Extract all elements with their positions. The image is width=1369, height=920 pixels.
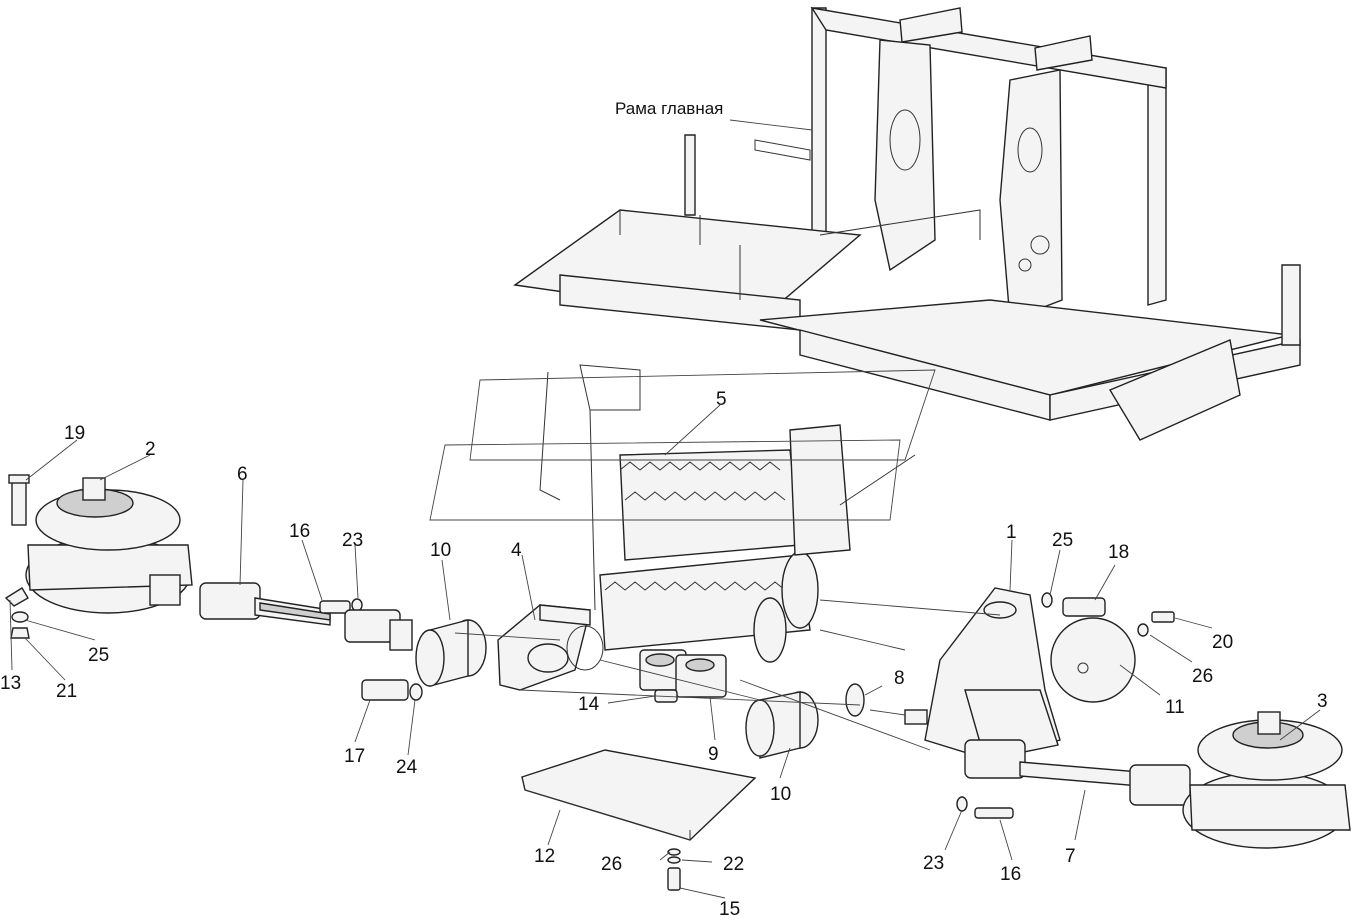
callout-14: 14 [578, 694, 600, 715]
callout-9: 9 [708, 744, 719, 765]
washer-part-25-left [11, 611, 29, 623]
drum-part-10-right [745, 691, 819, 759]
callout-25-left: 25 [88, 645, 109, 666]
callout-26-right: 26 [1192, 666, 1213, 687]
leader-lines [9, 119, 1321, 899]
explode-guide-lines [429, 369, 1001, 751]
pin-part-16-right [974, 807, 1014, 819]
callout-22: 22 [723, 854, 744, 875]
callout-20: 20 [1212, 632, 1233, 653]
washer-part-26-bottom [667, 848, 681, 856]
washer-part-22 [667, 856, 681, 864]
disc-part-8 [845, 683, 865, 717]
callout-13: 13 [0, 673, 21, 694]
callout-16-left: 16 [289, 521, 310, 542]
callout-19: 19 [64, 423, 85, 444]
callout-5: 5 [716, 389, 727, 410]
cardan-shaft-part-6 [199, 582, 331, 626]
main-frame [513, 7, 1301, 441]
pin-part-17 [361, 679, 409, 701]
gear-unit-part-9 [639, 649, 727, 698]
coupling-flange [344, 609, 413, 651]
plate-part-11 [1050, 617, 1136, 703]
callout-23-right: 23 [923, 853, 944, 874]
callout-24: 24 [396, 757, 418, 778]
ring-part-23-left [351, 598, 363, 612]
callout-18: 18 [1108, 542, 1129, 563]
nut-part-21 [10, 627, 30, 639]
bolt-part-20 [1151, 611, 1175, 623]
callout-1: 1 [1006, 522, 1017, 543]
pin-part-16-left [319, 600, 351, 614]
washer-part-25-right [1041, 592, 1053, 608]
callout-6: 6 [237, 464, 248, 485]
callout-26-bottom: 26 [601, 854, 622, 875]
cardan-shaft-part-7 [964, 739, 1191, 806]
callout-11: 11 [1165, 697, 1185, 718]
callout-10-right: 10 [770, 784, 791, 805]
roller-assembly-part-5 [539, 364, 916, 663]
callout-7: 7 [1065, 846, 1076, 867]
gear-housing-part-4 [497, 604, 604, 691]
callout-12: 12 [534, 846, 555, 867]
pin-part-18 [1062, 597, 1106, 617]
washer-part-24 [409, 683, 423, 701]
gearbox-right-part-3 [1182, 711, 1351, 849]
callout-25-right: 25 [1052, 530, 1073, 551]
frame-label: Рама главная [615, 99, 723, 118]
drum-part-10-left [415, 619, 487, 687]
bracket-part-13 [4, 587, 29, 607]
callout-10-left: 10 [430, 540, 451, 561]
callout-16-right: 16 [1000, 864, 1021, 885]
callout-23-left: 23 [342, 530, 363, 551]
callout-17: 17 [344, 746, 365, 767]
callout-3: 3 [1317, 691, 1328, 712]
gearbox-left-part-2 [25, 477, 193, 614]
bolt-part-19 [8, 474, 30, 526]
callout-4: 4 [511, 540, 522, 561]
callout-21: 21 [56, 681, 77, 702]
tray-part-12 [521, 749, 757, 841]
ring-part-23-right [956, 796, 968, 812]
callout-2: 2 [145, 439, 156, 460]
bolt-part-15 [667, 867, 681, 891]
washer-part-26-right [1137, 623, 1149, 637]
callout-8: 8 [894, 668, 905, 689]
callout-15: 15 [719, 899, 740, 920]
